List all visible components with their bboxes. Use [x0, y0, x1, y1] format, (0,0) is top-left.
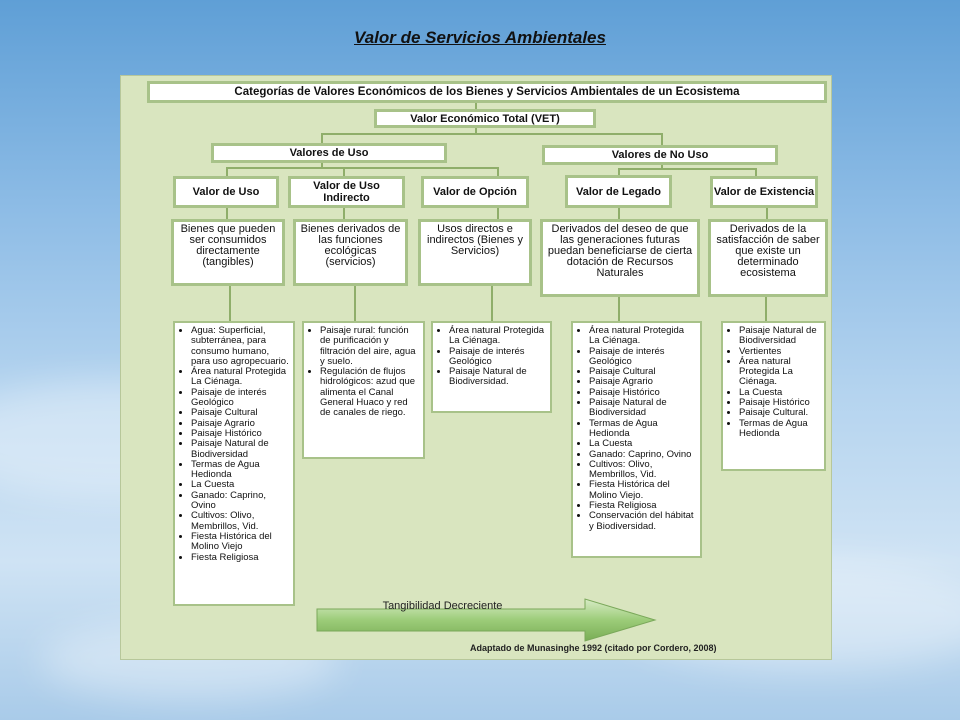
example-item: Termas de Agua Hedionda [589, 418, 697, 440]
example-item: La Cuesta [589, 438, 697, 449]
example-item: Área natural Protegida La Ciénaga. [449, 325, 547, 347]
description-indirect-use: Bienes derivados de las funciones ecológ… [293, 219, 408, 286]
example-item: Fiesta Religiosa [589, 500, 697, 511]
example-item: Paisaje de interés Geológico [191, 387, 290, 409]
example-item: Agua: Superficial, subterránea, para con… [191, 325, 290, 367]
slide-title: Valor de Servicios Ambientales [354, 28, 606, 47]
example-item: Regulación de flujos hidrológicos: azud … [320, 366, 420, 418]
arrow-label: Tangibilidad Decreciente [382, 600, 503, 612]
example-item: Cultivos: Olivo, Membrillos, Vid. [191, 511, 290, 532]
example-item: Paisaje Agrario [589, 377, 697, 388]
description-existence: Derivados de la satisfacción de saber qu… [708, 219, 828, 297]
example-item: Paisaje Cultural [191, 408, 290, 419]
example-item: Paisaje Agrario [191, 418, 290, 429]
use-values-box: Valores de Uso [211, 143, 447, 163]
example-item: Área natural Protegida La Ciénaga. [739, 356, 821, 388]
description-option: Usos directos e indirectos (Bienes y Ser… [418, 219, 532, 286]
example-item: Vertientes [739, 346, 821, 357]
diagram-panel: Categorías de Valores Económicos de los … [120, 75, 832, 660]
example-item: Paisaje Histórico [191, 428, 290, 439]
category-legacy: Valor de Legado [565, 175, 672, 208]
example-item: Paisaje de interés Geológico [449, 346, 547, 368]
example-item: Paisaje Cultural. [739, 408, 821, 419]
example-item: Paisaje rural: función de purificación y… [320, 325, 420, 367]
description-legacy: Derivados del deseo de que las generacio… [540, 219, 700, 297]
example-item: Paisaje Histórico [739, 397, 821, 408]
category-existence: Valor de Existencia [710, 176, 818, 208]
example-item: Paisaje de interés Geológico [589, 346, 697, 368]
example-item: Paisaje Histórico [589, 387, 697, 398]
example-item: Ganado: Caprino, Ovino [589, 449, 697, 460]
example-item: Paisaje Natural de Biodiversidad [739, 325, 821, 347]
example-item: Paisaje Natural de Biodiversidad [589, 398, 697, 419]
example-item: Termas de Agua Hedionda [191, 459, 290, 481]
example-item: Termas de Agua Hedionda [739, 418, 821, 440]
source-credit: Adaptado de Munasinghe 1992 (citado por … [470, 643, 717, 653]
example-item: La Cuesta [739, 387, 821, 398]
example-item: Fiesta Histórica del Molino Viejo. [589, 480, 697, 501]
example-item: La Cuesta [191, 480, 290, 491]
category-indirect-use: Valor de Uso Indirecto [288, 176, 405, 208]
example-item: Fiesta Histórica del Molino Viejo [191, 531, 290, 553]
category-direct-use: Valor de Uso [173, 176, 279, 208]
examples-legacy: Área natural Protegida La Ciénaga.Paisaj… [571, 321, 702, 558]
examples-existence: Paisaje Natural de BiodiversidadVertient… [721, 321, 826, 471]
example-item: Cultivos: Olivo, Membrillos, Vid. [589, 459, 697, 481]
example-item: Paisaje Natural de Biodiversidad [191, 439, 290, 460]
example-item: Área natural Protegida La Ciénaga. [191, 367, 290, 388]
description-direct-use: Bienes que pueden ser consumidos directa… [171, 219, 285, 286]
example-item: Conservación del hábitat y Biodiversidad… [589, 511, 697, 532]
examples-option: Área natural Protegida La Ciénaga.Paisaj… [431, 321, 552, 413]
example-item: Área natural Protegida La Ciénaga. [589, 325, 697, 347]
example-item: Fiesta Religiosa [191, 552, 290, 563]
non-use-values-box: Valores de No Uso [542, 145, 778, 165]
example-item: Paisaje Natural de Biodiversidad. [449, 367, 547, 388]
decreasing-tangibility-arrow [316, 598, 657, 642]
diagram-heading: Categorías de Valores Económicos de los … [147, 81, 827, 103]
total-economic-value: Valor Económico Total (VET) [374, 109, 596, 128]
example-item: Paisaje Cultural [589, 366, 697, 377]
examples-direct-use: Agua: Superficial, subterránea, para con… [173, 321, 295, 606]
example-item: Ganado: Caprino, Ovino [191, 490, 290, 512]
category-option: Valor de Opción [421, 176, 529, 208]
examples-indirect-use: Paisaje rural: función de purificación y… [302, 321, 425, 459]
